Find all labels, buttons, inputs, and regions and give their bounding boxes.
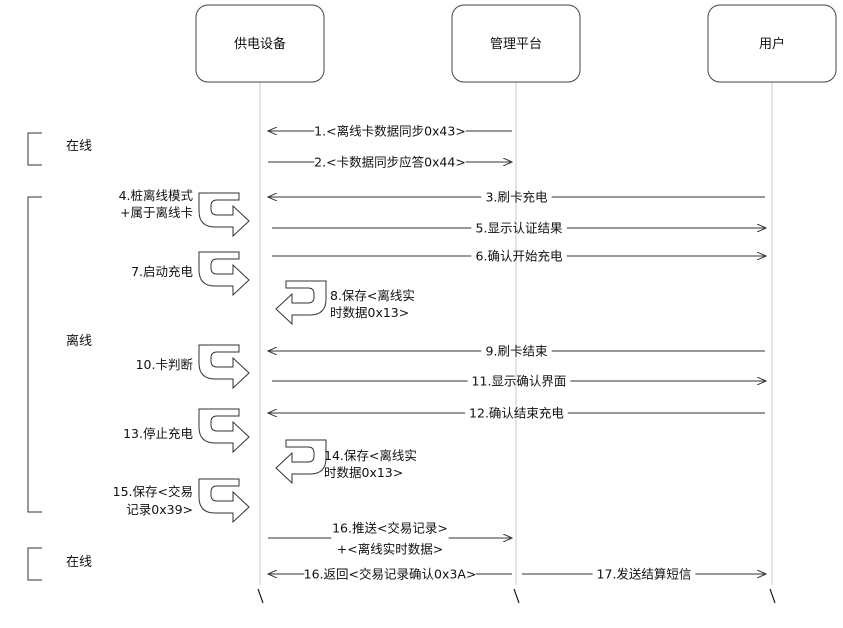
- phase-label: 在线: [66, 555, 92, 570]
- lifeline-end-mark: [257, 588, 264, 604]
- phase-bracket: [27, 196, 42, 513]
- self-action: 10.卡判断: [136, 344, 250, 390]
- message-label: 17.发送结算短信: [597, 567, 692, 582]
- message-label: 9.刷卡结束: [486, 344, 548, 359]
- message-label: 3.刷卡充电: [486, 190, 548, 205]
- self-action-label: 7.启动充电: [131, 264, 193, 279]
- self-action-label: 时数据0x13>: [330, 305, 409, 320]
- participant-label: 供电设备: [234, 36, 286, 52]
- message-arrow: 12.确认结束充电: [268, 406, 765, 421]
- phase-bracket: [27, 547, 42, 581]
- message-label: 16.推送<交易记录>: [332, 521, 448, 536]
- self-action: 7.启动充电: [131, 251, 250, 297]
- uturn-arrow-icon: [198, 192, 250, 238]
- self-action-label: +属于离线卡: [120, 205, 193, 220]
- management-platform-participant: 管理平台: [451, 4, 581, 83]
- self-action-label: 时数据0x13>: [324, 465, 403, 480]
- lifeline-end-mark: [769, 588, 776, 604]
- self-action-label: 记录0x39>: [126, 502, 193, 517]
- message-arrow: 1.<离线卡数据同步0x43>: [268, 124, 512, 139]
- uturn-arrow-icon: [198, 408, 250, 454]
- user-participant: 用户: [707, 4, 837, 83]
- uturn-arrow-icon: [275, 280, 327, 326]
- self-action-label: 14.保存<离线实: [324, 448, 417, 463]
- phase-label: 离线: [66, 333, 92, 349]
- message-label: 5.显示认证结果: [476, 221, 563, 236]
- message-label: 2.<卡数据同步应答0x44>: [314, 155, 466, 170]
- message-arrow: 11.显示确认界面: [272, 374, 766, 389]
- message-arrow: 16.推送<交易记录> +<离线实时数据>: [268, 521, 512, 557]
- self-action-label: 13.停止充电: [123, 426, 193, 441]
- message-arrow: 9.刷卡结束: [268, 344, 765, 359]
- message-label: 16.返回<交易记录确认0x3A>: [304, 567, 477, 582]
- message-arrow: 5.显示认证结果: [272, 221, 766, 236]
- message-arrow: 2.<卡数据同步应答0x44>: [268, 155, 512, 170]
- self-action: 13.停止充电: [123, 408, 250, 454]
- self-action-label: 10.卡判断: [136, 357, 193, 372]
- message-arrow: 16.返回<交易记录确认0x3A>: [268, 567, 512, 582]
- self-action-label: 8.保存<离线实: [330, 288, 415, 303]
- uturn-arrow-icon: [198, 251, 250, 297]
- message-label: 11.显示确认界面: [472, 374, 567, 389]
- uturn-arrow-icon: [198, 344, 250, 390]
- lifeline-end-mark: [513, 588, 520, 604]
- message-label: +<离线实时数据>: [337, 542, 443, 557]
- participant-label: 管理平台: [490, 37, 542, 52]
- message-label: 12.确认结束充电: [469, 406, 564, 421]
- power-device-participant: 供电设备: [195, 4, 325, 83]
- message-arrow: 3.刷卡充电: [268, 190, 765, 205]
- phase-label: 在线: [66, 139, 92, 154]
- uturn-arrow-icon: [198, 478, 250, 524]
- uturn-arrow-icon: [275, 439, 327, 485]
- message-label: 1.<离线卡数据同步0x43>: [314, 124, 466, 139]
- message-label: 6.确认开始充电: [476, 249, 563, 264]
- message-arrow: 6.确认开始充电: [272, 249, 766, 264]
- message-arrow: 17.发送结算短信: [522, 567, 766, 582]
- participant-label: 用户: [759, 36, 785, 52]
- phase-bracket: [27, 132, 42, 166]
- self-action-label: 4.桩离线模式: [119, 188, 194, 203]
- self-action: 4.桩离线模式 +属于离线卡: [119, 188, 250, 238]
- self-action-label: 15.保存<交易: [113, 484, 193, 499]
